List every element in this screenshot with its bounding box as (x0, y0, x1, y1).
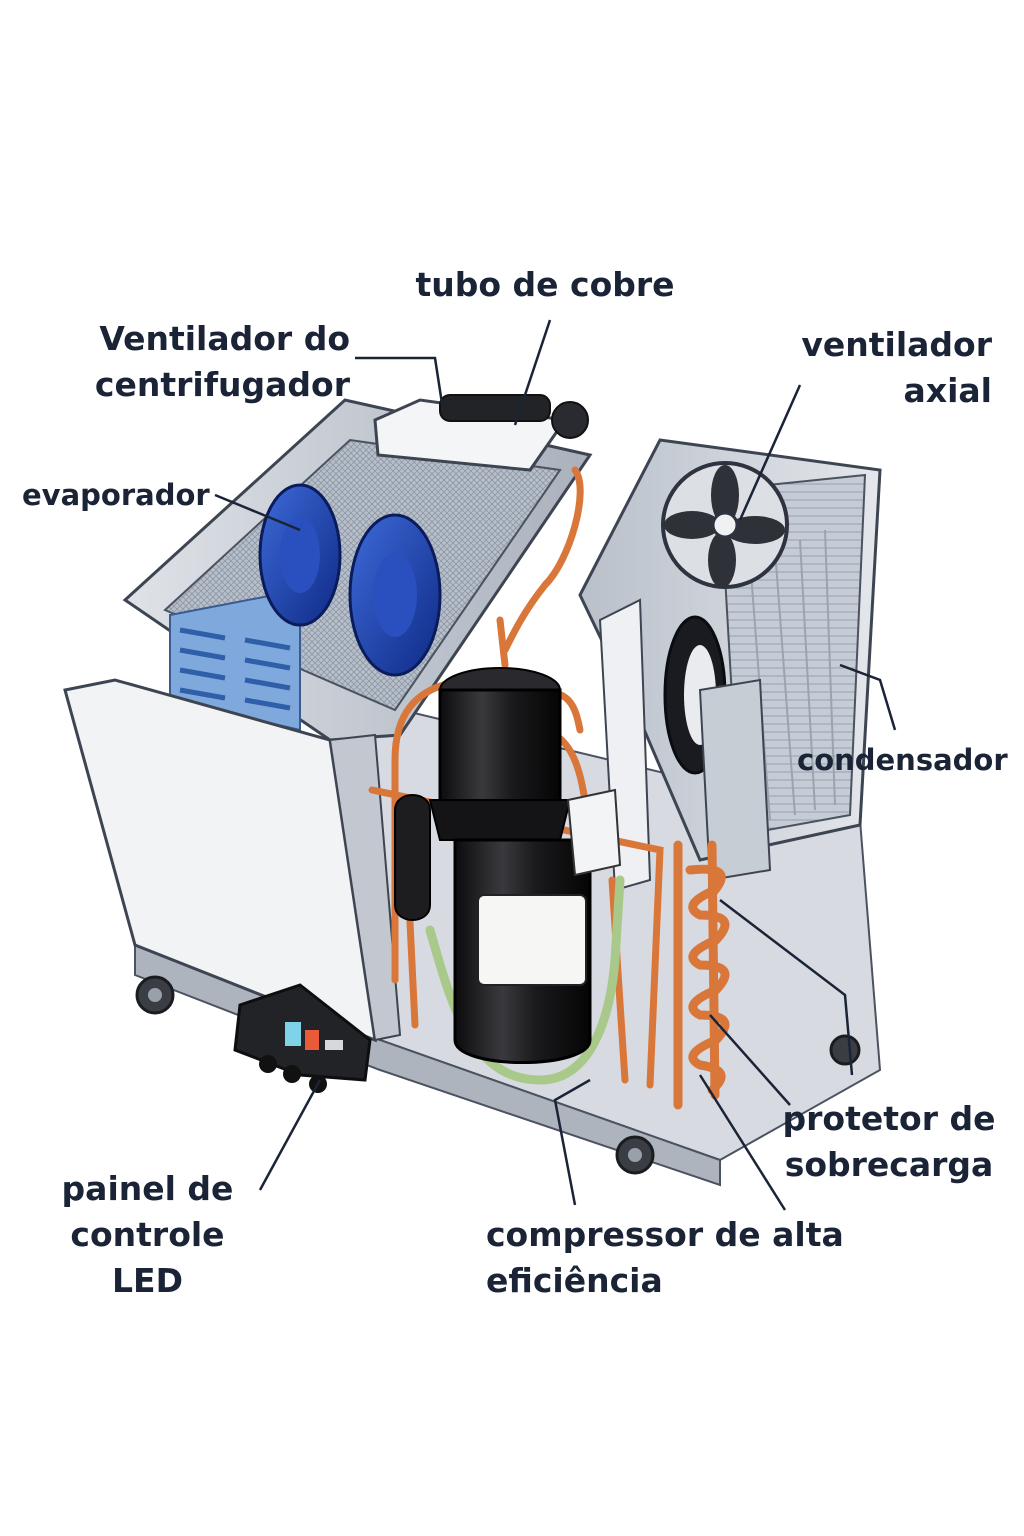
label-painel-de-controle-line2: controle (70, 1215, 225, 1254)
copper-coil (673, 840, 730, 1110)
label-painel-de-controle-line1: painel de (61, 1169, 234, 1208)
leader-ventilador-axial (738, 384, 802, 521)
label-ventilador-axial: ventilador axial (760, 322, 992, 414)
label-condensador-text: condensador (797, 743, 1008, 777)
green-hose (425, 875, 625, 1085)
label-tubo-de-cobre-text: tubo de cobre (415, 265, 675, 304)
label-protetor-de-sobrecarga-line2: sobrecarga (784, 1145, 994, 1184)
leader-tubo-de-cobre (513, 319, 552, 426)
leader-evaporador (214, 493, 301, 532)
label-evaporador: evaporador (22, 472, 210, 518)
leader-painel-de-controle (258, 1079, 322, 1191)
evaporator-housing (122, 394, 593, 742)
compressor-unit (394, 667, 622, 1064)
caster-wheels (135, 975, 861, 1175)
leader-compressor-2 (553, 1078, 591, 1206)
leader-ventilador-centrifugador (355, 356, 445, 411)
label-ventilador-centrifugador-line1: Ventilador do (99, 319, 350, 358)
label-compressor-line2: eficiência (486, 1261, 663, 1300)
leader-protetor-de-sobrecarga (719, 899, 854, 1076)
leader-compressor (698, 1074, 787, 1211)
label-painel-de-controle-line3: LED (112, 1261, 183, 1300)
label-protetor-de-sobrecarga: protetor de sobrecarga (780, 1096, 998, 1188)
front-panel (63, 678, 402, 1043)
condenser-housing (578, 438, 882, 892)
leader-condensador (839, 663, 897, 731)
label-ventilador-axial-line2: axial (903, 371, 992, 410)
led-control-panel (233, 983, 372, 1093)
label-ventilador-centrifugador-line2: centrifugador (94, 365, 350, 404)
label-compressor-line1: compressor de alta (486, 1215, 844, 1254)
label-painel-de-controle: painel de controle LED (40, 1166, 255, 1304)
label-tubo-de-cobre: tubo de cobre (395, 262, 695, 308)
label-ventilador-centrifugador: Ventilador do centrifugador (60, 316, 350, 408)
label-condensador: condensador (797, 737, 1008, 783)
leader-lines (214, 319, 897, 1211)
leader-protetor-de-sobrecarga-2 (709, 1014, 791, 1106)
label-compressor: compressor de alta eficiência (486, 1212, 844, 1304)
label-protetor-de-sobrecarga-line1: protetor de (782, 1099, 996, 1138)
label-ventilador-axial-line1: ventilador (801, 325, 992, 364)
label-evaporador-text: evaporador (22, 478, 210, 512)
